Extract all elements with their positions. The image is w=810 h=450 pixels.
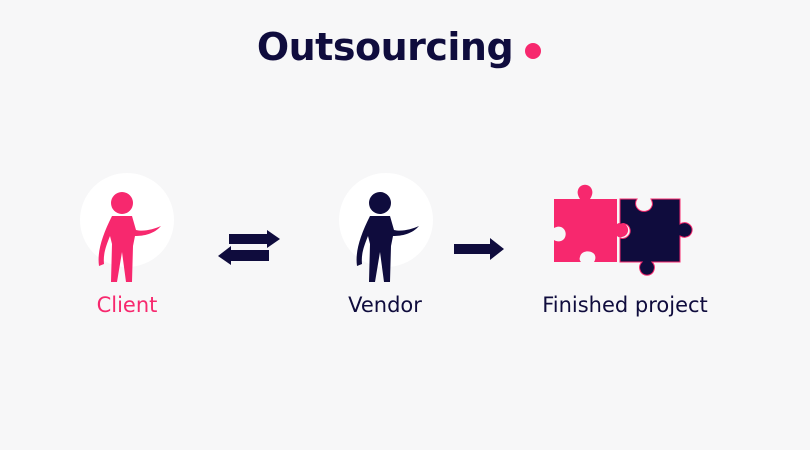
pink-puzzle-piece (554, 184, 629, 262)
puzzle-pieces-icon (554, 184, 693, 276)
header: Outsourcing (0, 22, 810, 72)
person-icon (356, 192, 419, 282)
person-icon (98, 192, 161, 282)
accent-dot (525, 43, 542, 59)
finished-project-label: Finished project (542, 293, 708, 317)
arrow-right-icon (454, 238, 504, 260)
vendor-label: Vendor (348, 293, 422, 317)
navy-puzzle-piece (619, 198, 693, 276)
page-title: Outsourcing (256, 25, 514, 69)
swap-arrows-icon (218, 230, 280, 265)
client-label: Client (96, 293, 158, 317)
